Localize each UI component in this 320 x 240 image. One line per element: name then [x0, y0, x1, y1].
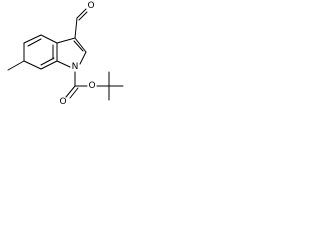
chemical-structure-diagram: O N O O — [7, 1, 124, 107]
bond-c3-cho — [74, 17, 78, 39]
bond-n1-c7a — [56, 60, 71, 68]
bond-c2-n1 — [79, 51, 87, 65]
bond-c6-c7 — [23, 60, 42, 70]
bond-cho-double-o-second — [78, 11, 88, 21]
bond-carbonyl-double-o-second — [69, 87, 79, 99]
bond-c3-c3a — [56, 37, 76, 44]
bond-c6-methyl — [7, 60, 25, 71]
ester-oxygen-label: O — [88, 81, 95, 91]
bond-c7-c7a-double — [40, 57, 55, 66]
bond-cho-double-o — [76, 8, 87, 19]
nitrogen-label: N — [72, 62, 79, 72]
bond-c4-c5-double — [27, 38, 42, 47]
bond-c4-c5 — [23, 34, 42, 44]
bond-c2-c3 — [74, 37, 87, 53]
bond-c2-c3-double — [73, 40, 84, 52]
aldehyde-oxygen-label: O — [87, 1, 94, 11]
bond-carbonyl-double-o — [65, 85, 76, 98]
bond-c3a-c4 — [40, 34, 58, 44]
carbonyl-oxygen-label: O — [59, 97, 66, 107]
bond-c7-c7a — [40, 60, 58, 70]
